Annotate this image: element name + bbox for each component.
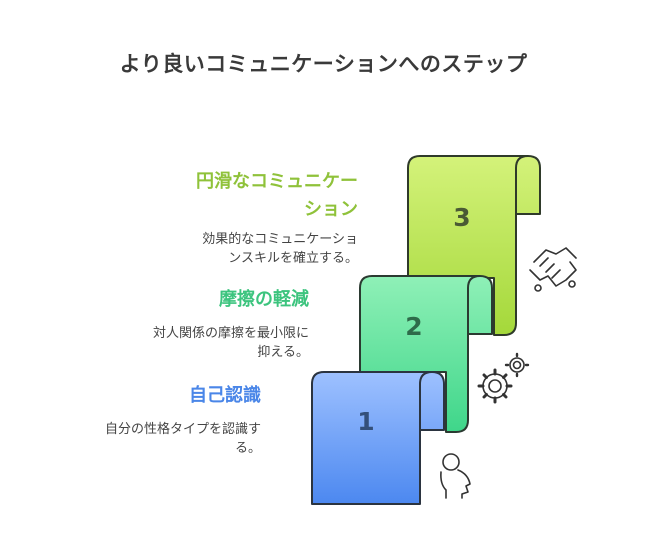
step-1-description: 自分の性格タイプを認識す る。	[105, 420, 261, 458]
gears-icon	[477, 352, 530, 404]
step-1-title: 自己認識	[189, 382, 261, 410]
step-3-desc-line1: 効果的なコミュニケーショ	[202, 232, 358, 247]
head-person-icon	[440, 453, 471, 499]
step-1-number: 1	[357, 407, 374, 436]
step-2-banner: 2	[359, 275, 493, 433]
step-1-banner: 1	[311, 371, 445, 505]
step-3-description: 効果的なコミュニケーショ ンスキルを確立する。	[202, 230, 358, 268]
page-title: より良いコミュニケーションへのステップ	[119, 52, 528, 76]
step-3-desc-line2: ンスキルを確立する。	[228, 251, 358, 266]
step-2-desc-line2: 抑える。	[257, 345, 309, 360]
step-1-title-line1: 自己認識	[189, 385, 261, 406]
step-3-title-line1: 円滑なコミュニケー	[196, 171, 358, 192]
step-2-description: 対人関係の摩擦を最小限に 抑える。	[153, 324, 309, 362]
step-3-banner: 3	[407, 155, 541, 336]
step-1-desc-line1: 自分の性格タイプを認識す	[104, 422, 261, 437]
handshake-icon	[529, 247, 577, 292]
step-3-title-line2: ション	[304, 199, 358, 220]
step-2-title-line1: 摩擦の軽減	[219, 289, 309, 310]
step-1-desc-line2: る。	[234, 441, 261, 456]
step-3-number: 3	[453, 203, 470, 232]
step-2-desc-line1: 対人関係の摩擦を最小限に	[152, 326, 309, 341]
step-2-number: 2	[405, 312, 422, 341]
step-3-title: 円滑なコミュニケー ション	[196, 168, 358, 224]
step-2-title: 摩擦の軽減	[219, 286, 309, 314]
